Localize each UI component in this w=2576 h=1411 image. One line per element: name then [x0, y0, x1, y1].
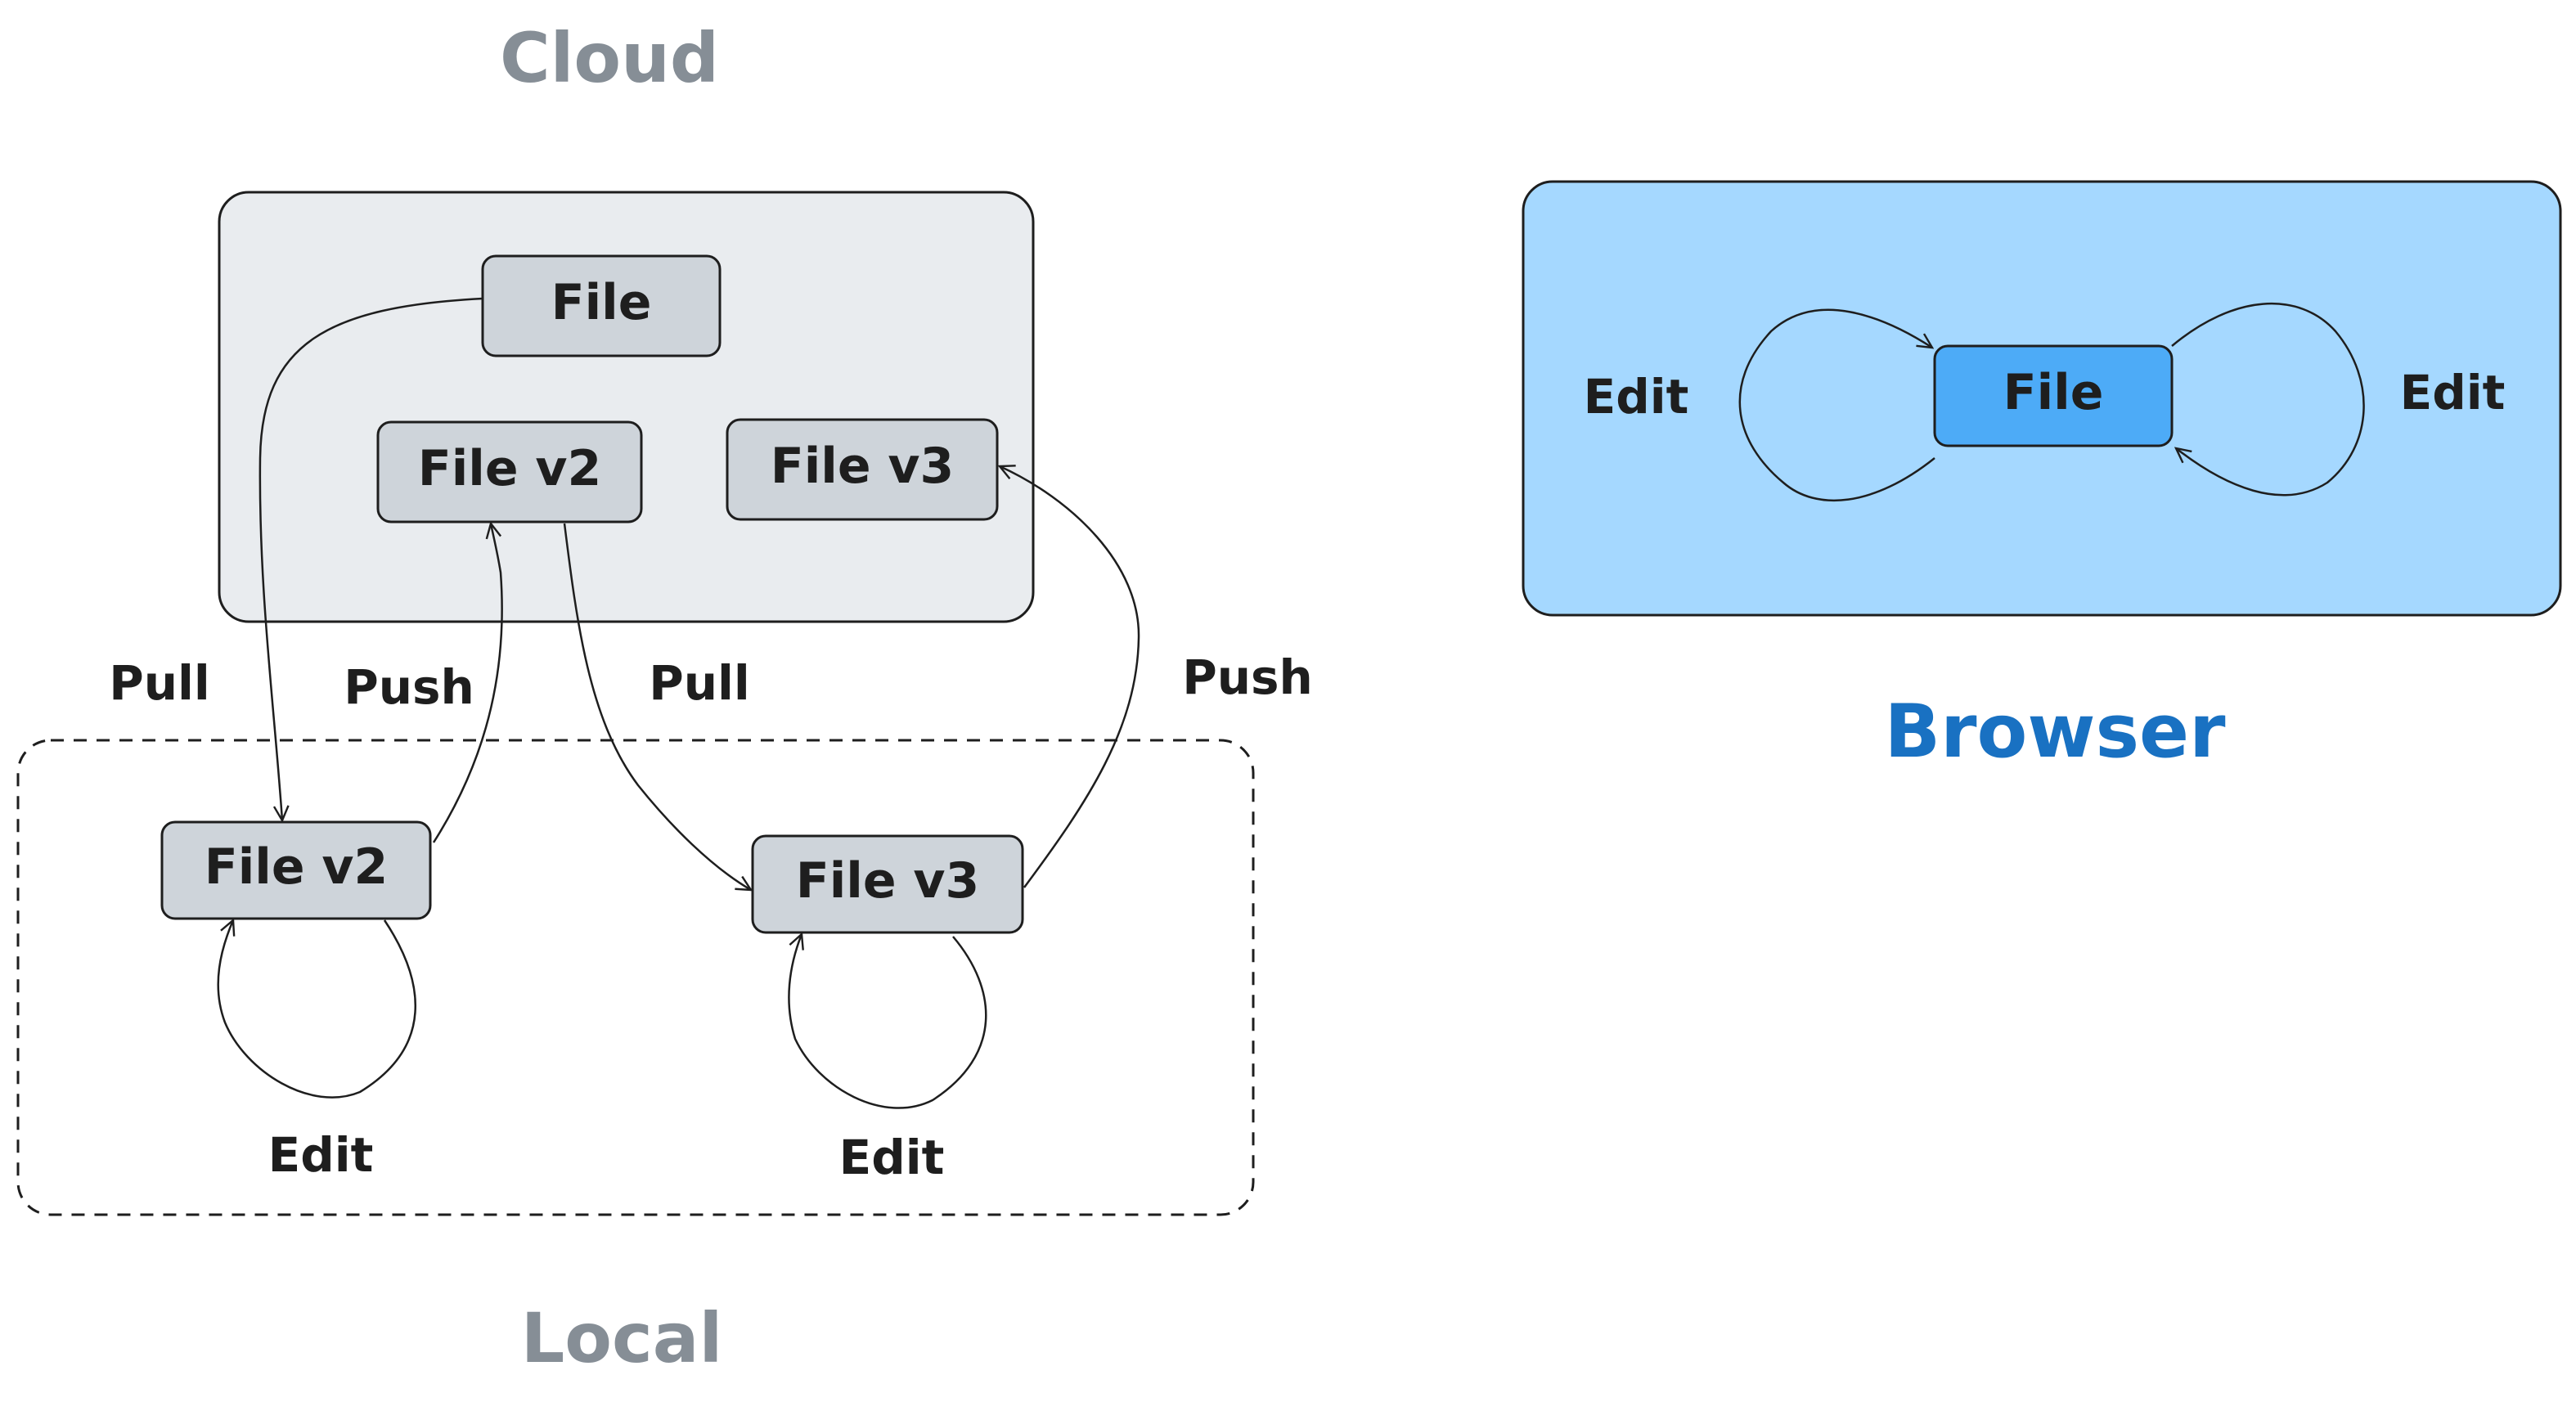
edit-label-browser-left: Edit	[1584, 369, 1689, 425]
cloud-title: Cloud	[500, 18, 719, 98]
edit-loop-browser-right	[2171, 302, 2365, 497]
cloud-node-file[interactable]: File	[481, 254, 722, 357]
edit-label-local-v3: Edit	[839, 1130, 945, 1185]
edit-loop-local-v2	[217, 920, 417, 1099]
local-node-file-v2-label: File v2	[205, 838, 389, 896]
pull-arrow-2	[563, 523, 751, 890]
browser-node-file-label: File	[2003, 364, 2104, 421]
push-label-1: Push	[344, 659, 474, 715]
edit-label-browser-right: Edit	[2400, 365, 2506, 420]
browser-node-file[interactable]: File	[1933, 344, 2174, 447]
cloud-node-file-label: File	[551, 274, 652, 331]
edit-label-local-v2: Edit	[268, 1127, 374, 1183]
cloud-node-file-v3-label: File v3	[771, 438, 955, 495]
cloud-node-file-v2[interactable]: File v2	[376, 420, 643, 524]
browser-title: Browser	[1885, 689, 2227, 775]
local-node-file-v3[interactable]: File v3	[751, 834, 1024, 934]
cloud-node-file-v2-label: File v2	[418, 440, 602, 497]
pull-label-1: Pull	[109, 655, 210, 711]
local-node-file-v3-label: File v3	[796, 852, 980, 910]
push-label-2: Push	[1182, 649, 1313, 705]
push-arrow-2	[1000, 466, 1140, 888]
pull-label-2: Pull	[649, 655, 750, 711]
local-title: Local	[521, 1298, 723, 1378]
local-container	[16, 739, 1255, 1216]
push-arrow-1	[432, 524, 503, 843]
pull-arrow-1	[258, 297, 483, 820]
local-node-file-v2[interactable]: File v2	[160, 820, 432, 920]
cloud-node-file-v3[interactable]: File v3	[726, 418, 999, 521]
edit-loop-browser-left	[1738, 308, 1935, 502]
edit-loop-local-v3	[788, 934, 987, 1109]
